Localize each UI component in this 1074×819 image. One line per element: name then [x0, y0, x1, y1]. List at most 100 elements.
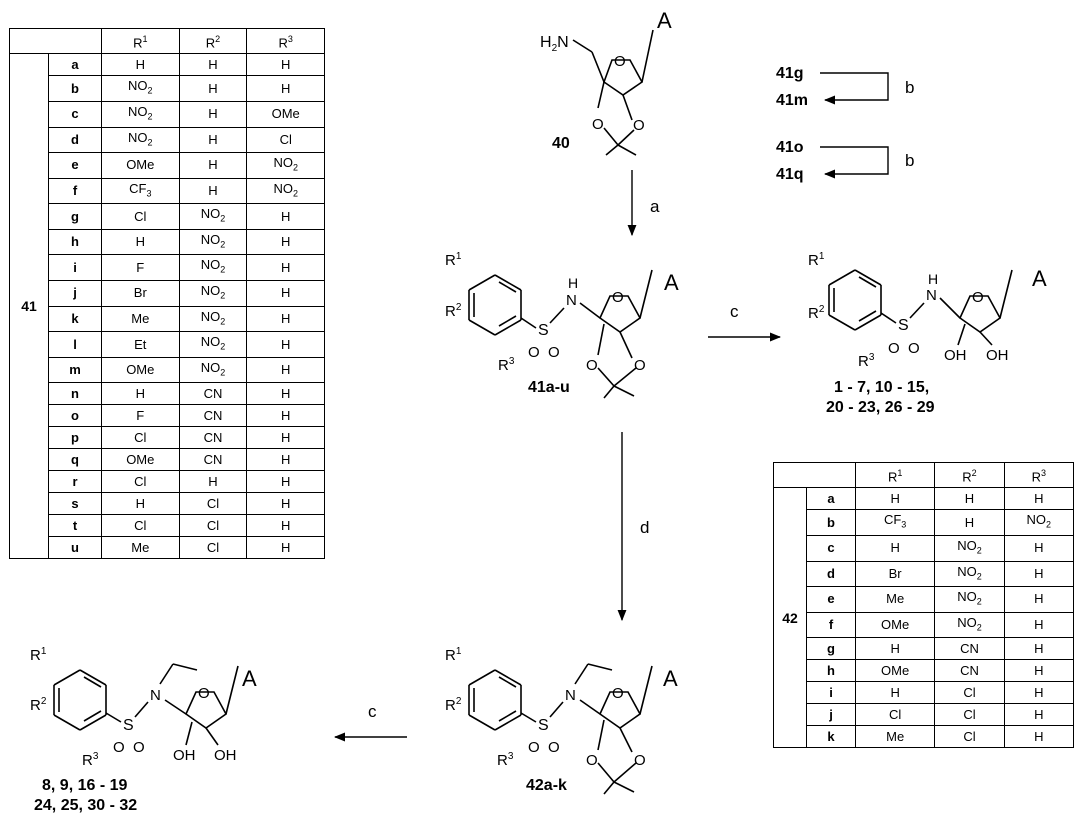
header-cell: R3	[246, 27, 325, 55]
cell-r2: CN	[178, 404, 248, 428]
svg-text:OH: OH	[944, 347, 967, 364]
compound-diol-products: R1 R2 R3 S O O N H O A OH OH 1 - 7, 10 -…	[808, 251, 1047, 416]
cell-r2: H	[178, 152, 248, 179]
svg-text:41m: 41m	[776, 92, 808, 109]
row-key: e	[806, 586, 856, 613]
cell-r2: Cl	[178, 514, 248, 538]
cell-r1: OMe	[101, 152, 180, 179]
row-key: f	[48, 177, 102, 205]
svg-text:O: O	[113, 739, 125, 756]
cell-r2: H	[178, 75, 248, 102]
row-key: e	[48, 152, 102, 179]
cell-r1: F	[101, 404, 180, 428]
cell-r3: H	[246, 280, 325, 307]
cell-r3: H	[1003, 560, 1074, 588]
conversion-g-to-m: 41g 41m b	[776, 65, 914, 109]
cell-r1: OMe	[854, 611, 936, 639]
svg-text:8, 9, 16 - 19: 8, 9, 16 - 19	[42, 777, 127, 794]
compound-42a-k: R1 R2 R3 S O O N O A O O 42a-k	[445, 646, 678, 795]
svg-text:O: O	[586, 357, 598, 374]
compound-41-label: 41a-u	[528, 379, 570, 396]
svg-text:OH: OH	[986, 347, 1009, 364]
cell-r2: Cl	[934, 681, 1005, 705]
cell-r2: NO2	[178, 228, 248, 256]
svg-text:O: O	[633, 117, 645, 134]
row-key: b	[806, 509, 856, 536]
svg-text:R2: R2	[808, 304, 825, 322]
cell-r3: H	[246, 426, 325, 450]
cell-r2: H	[178, 100, 248, 128]
row-key: s	[48, 492, 102, 516]
row-key: i	[806, 681, 856, 705]
svg-text:A: A	[1032, 266, 1047, 291]
cell-r3: H	[1003, 637, 1074, 661]
header-cell: R1	[854, 461, 936, 489]
cell-r1: OMe	[101, 448, 180, 472]
row-key: u	[48, 536, 102, 560]
cell-r3: NO2	[246, 152, 325, 179]
header-blank	[9, 27, 102, 55]
group-label: 41	[9, 53, 49, 560]
header-cell: R2	[934, 461, 1005, 489]
svg-text:41q: 41q	[776, 166, 804, 183]
cell-r1: Cl	[101, 514, 180, 538]
cell-r2: H	[178, 470, 248, 494]
svg-text:N: N	[150, 687, 161, 704]
cell-r3: H	[246, 331, 325, 358]
cell-r3: H	[246, 448, 325, 472]
cell-r1: Br	[101, 280, 180, 307]
svg-text:O: O	[528, 344, 540, 361]
cell-r3: H	[246, 382, 325, 406]
cell-r3: H	[246, 492, 325, 516]
cell-r2: NO2	[934, 560, 1005, 588]
conversion-o-to-q: 41o 41q b	[776, 139, 914, 183]
svg-text:O: O	[612, 685, 624, 702]
cell-r1: OMe	[101, 356, 180, 384]
cell-r2: H	[178, 53, 248, 77]
row-key: j	[48, 280, 102, 307]
svg-text:N: N	[565, 687, 576, 704]
cell-r3: H	[246, 404, 325, 428]
row-key: l	[48, 331, 102, 358]
cell-r2: H	[178, 126, 248, 154]
cell-r2: NO2	[934, 586, 1005, 613]
ring-oxygen: O	[614, 53, 626, 70]
cell-r1: Me	[101, 536, 180, 560]
cell-r3: H	[246, 53, 325, 77]
svg-text:R1: R1	[30, 646, 47, 664]
reagent-a: a	[650, 197, 660, 216]
cell-r1: NO2	[101, 126, 180, 154]
svg-text:R1: R1	[445, 646, 462, 664]
cell-r3: NO2	[1003, 509, 1074, 536]
svg-text:R3: R3	[498, 356, 515, 374]
cell-r1: H	[101, 53, 180, 77]
svg-text:A: A	[663, 666, 678, 691]
svg-text:H: H	[568, 275, 578, 291]
svg-text:S: S	[123, 717, 134, 734]
header-cell: R1	[101, 27, 180, 55]
cell-r2: Cl	[934, 725, 1005, 749]
svg-text:b: b	[905, 151, 914, 170]
svg-text:N: N	[926, 287, 937, 304]
group-label: 42	[773, 487, 807, 749]
svg-text:O: O	[528, 739, 540, 756]
row-key: f	[806, 611, 856, 639]
compound-42-label: 42a-k	[526, 777, 567, 794]
